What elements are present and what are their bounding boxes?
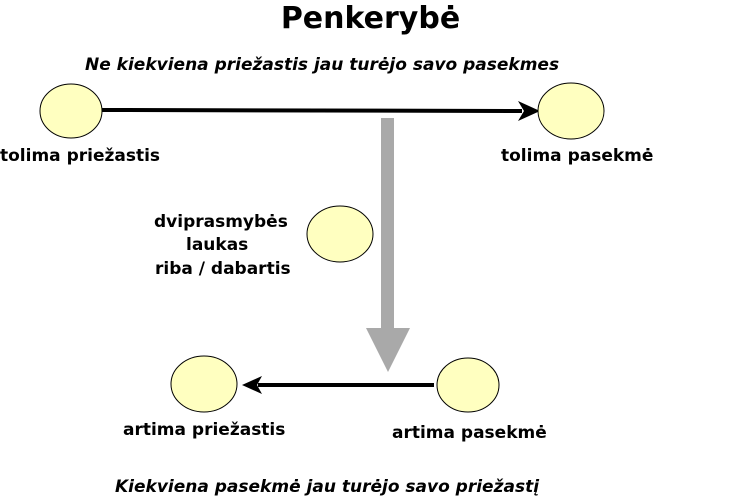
distant-arrow bbox=[101, 108, 523, 113]
distant-effect-node bbox=[537, 82, 605, 140]
ambiguity-node bbox=[306, 205, 374, 263]
distant-cause-node bbox=[39, 83, 103, 139]
ambiguity-label-line1: dviprasmybės bbox=[154, 212, 288, 232]
page-title: Penkerybė bbox=[280, 1, 461, 36]
time-arrow-head bbox=[366, 328, 410, 372]
near-cause-label: artima priežastis bbox=[123, 420, 286, 440]
distant-arrowhead bbox=[518, 101, 540, 121]
time-arrow-shaft bbox=[381, 118, 394, 333]
top-caption: Ne kiekviena priežastis jau turėjo savo … bbox=[85, 55, 560, 75]
bottom-caption: Kiekviena pasekmė jau turėjo savo prieža… bbox=[115, 477, 540, 497]
near-cause-node bbox=[170, 355, 238, 413]
ambiguity-label-line2: laukas bbox=[186, 235, 249, 255]
near-effect-label: artima pasekmė bbox=[392, 423, 547, 443]
distant-effect-label: tolima pasekmė bbox=[501, 146, 654, 166]
near-effect-node bbox=[436, 357, 500, 413]
ambiguity-label-line3: riba / dabartis bbox=[155, 259, 291, 279]
distant-cause-label: tolima priežastis bbox=[0, 146, 161, 166]
near-arrowhead bbox=[242, 376, 262, 394]
